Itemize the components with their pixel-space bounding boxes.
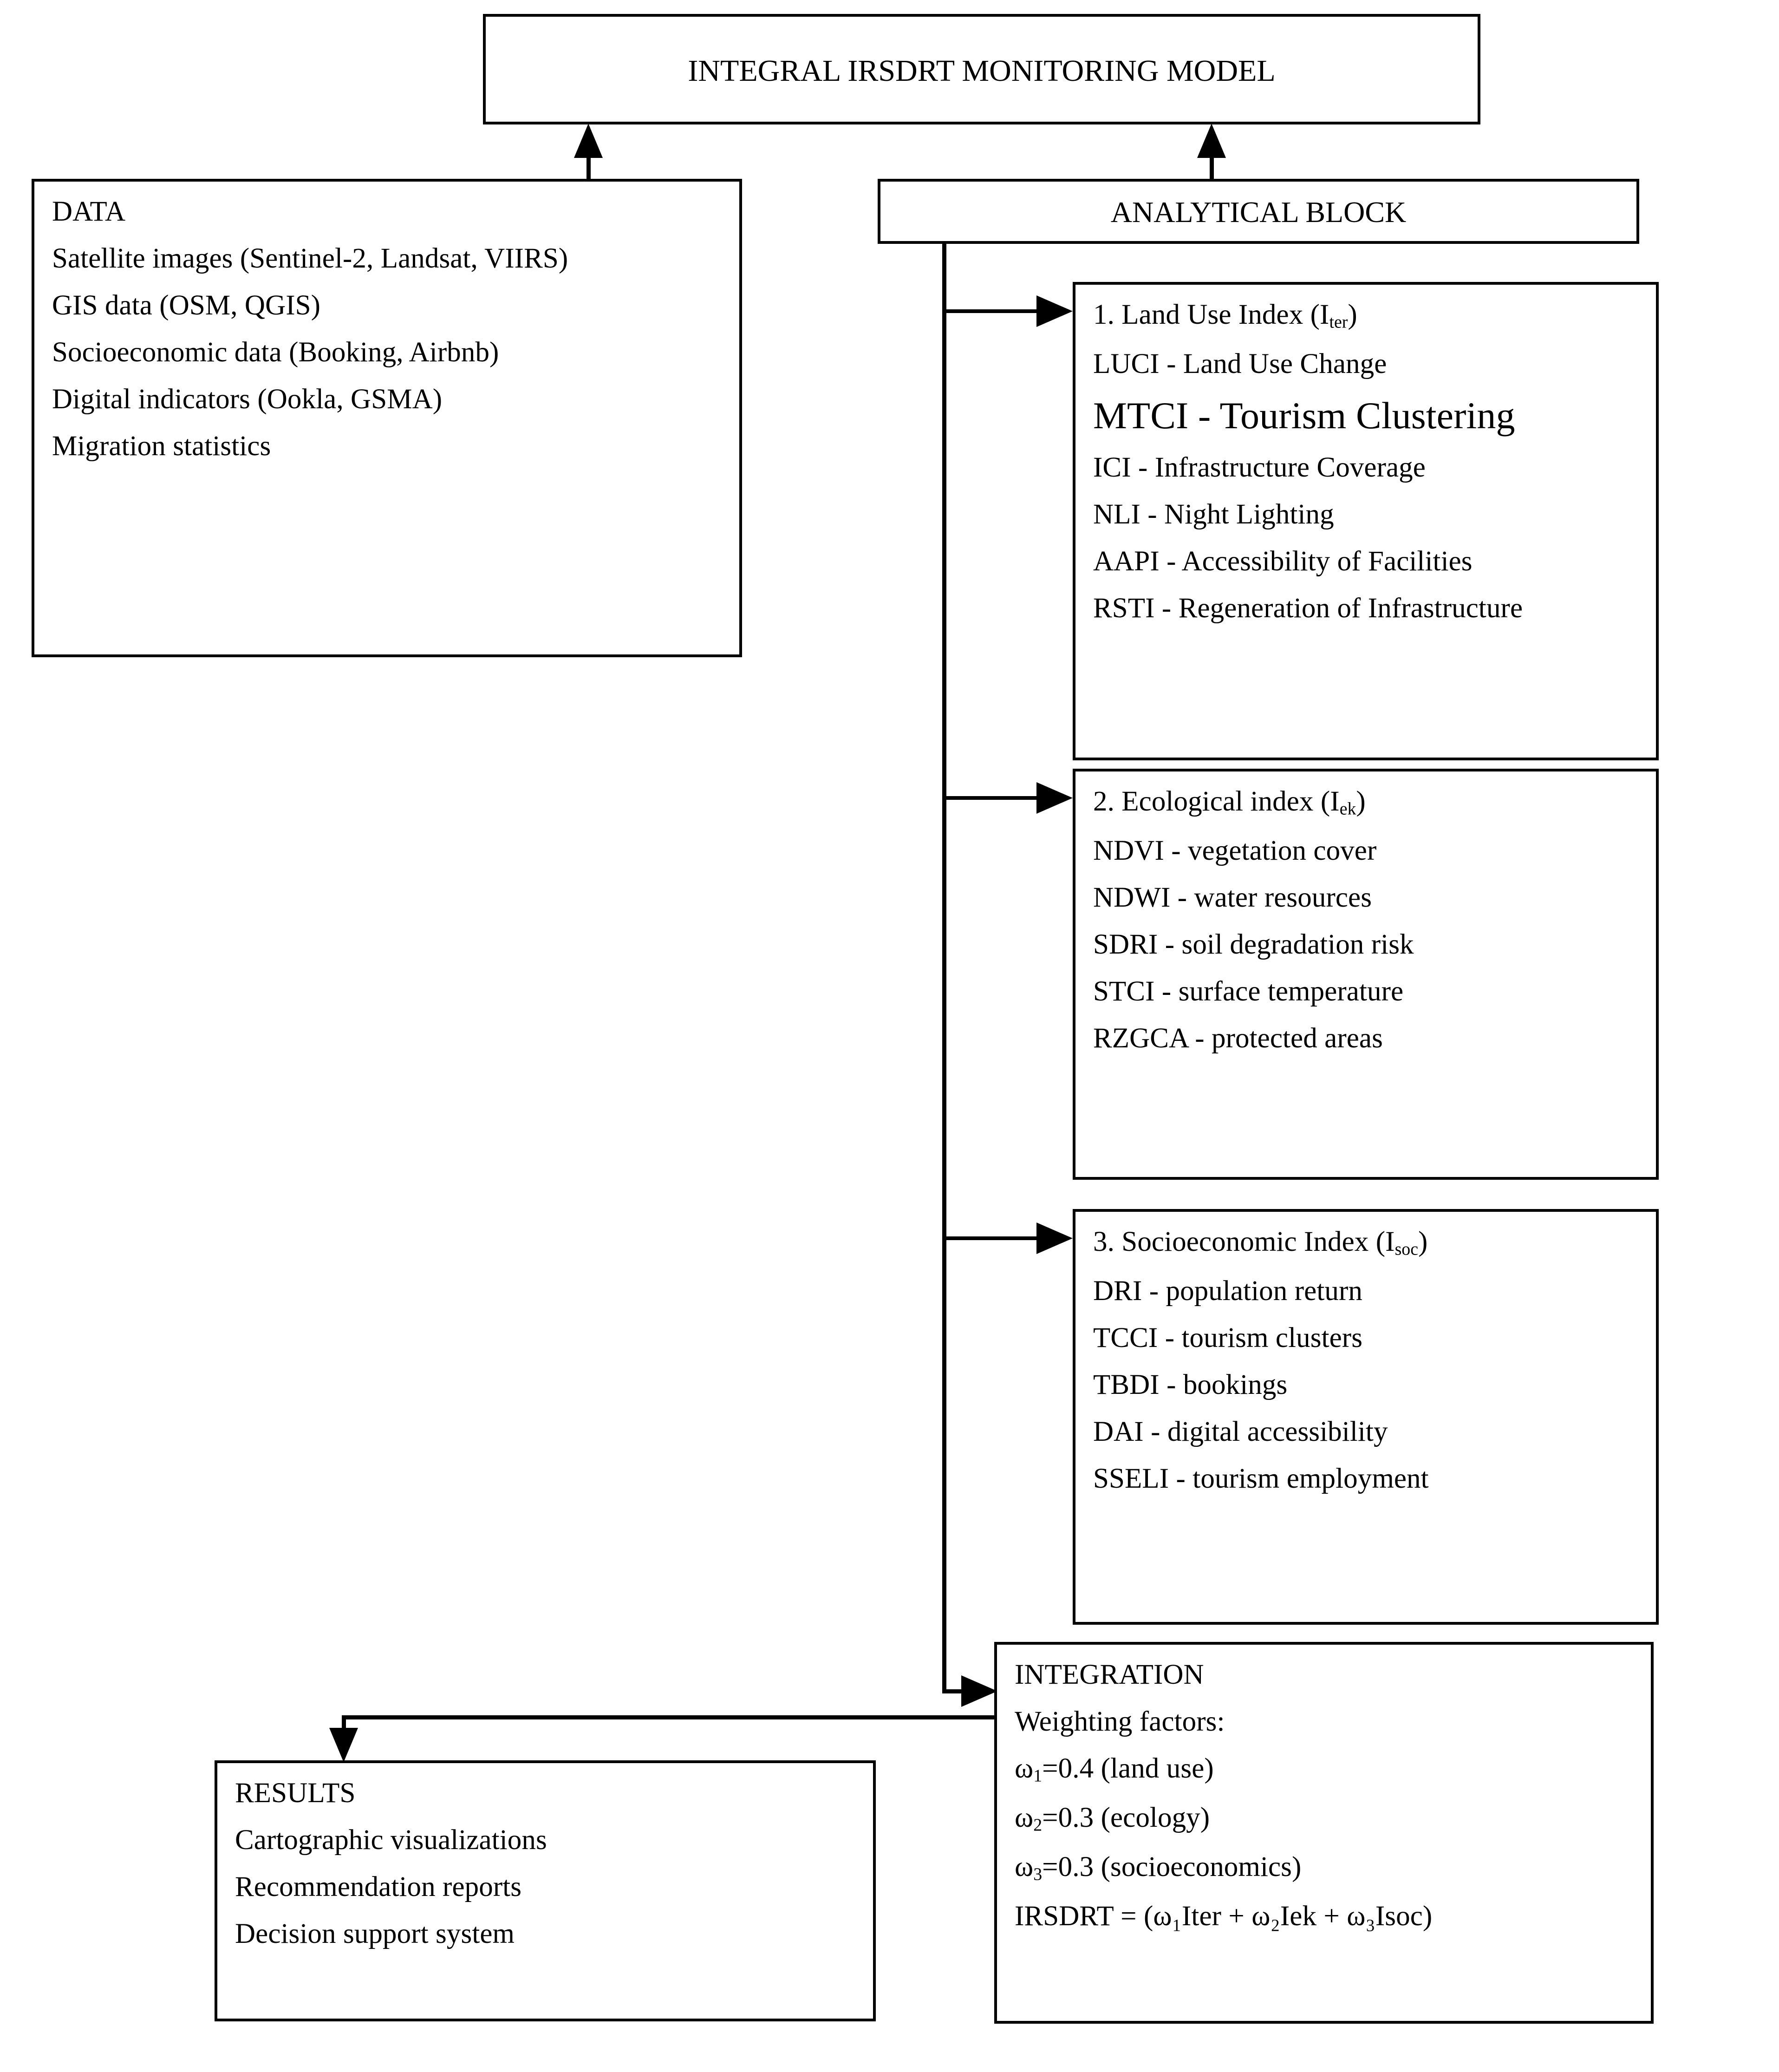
weight-subscript: 1 [1033,1766,1043,1786]
heading-subscript: ek [1339,799,1356,819]
index-item: NDVI - vegetation cover [1093,835,1377,867]
index-item: ICI - Infrastructure Coverage [1093,452,1426,484]
weight-text: =0.4 (land use) [1042,1753,1214,1784]
heading-subscript: ter [1329,312,1348,332]
weight-subscript: 2 [1033,1815,1043,1835]
heading-subscript: soc [1395,1239,1418,1259]
index-item: DAI - digital accessibility [1093,1416,1388,1448]
index-land-use-box: 1. Land Use Index (Iter) LUCI - Land Use… [1073,282,1659,760]
heading-suffix: ) [1356,786,1366,817]
data-item: Socioeconomic data (Booking, Airbnb) [52,337,499,368]
index-land-use-heading: 1. Land Use Index (Iter) [1093,301,1638,331]
connector-branch-integration [942,1689,965,1693]
integration-weight: ω3=0.3 (socioeconomics) [1015,1853,1633,1883]
connector-analytical-to-title [1210,139,1214,180]
analytical-block-box: ANALYTICAL BLOCK [878,179,1639,244]
weight-subscript: 3 [1033,1864,1043,1884]
results-item: Decision support system [235,1918,515,1949]
connector-branch-1 [942,309,1041,313]
arrowhead-data-to-title [574,124,603,158]
index-item: TBDI - bookings [1093,1369,1288,1401]
title-box: INTEGRAL IRSDRT MONITORING MODEL [483,14,1480,124]
weight-symbol: ω [1015,1851,1034,1883]
integration-weight: ω2=0.3 (ecology) [1015,1804,1633,1834]
index-item: AAPI - Accessibility of Facilities [1093,546,1473,577]
index-item: LUCI - Land Use Change [1093,348,1387,380]
integration-box: INTEGRATION Weighting factors: ω1=0.4 (l… [994,1642,1654,2024]
results-box: RESULTS Cartographic visualizations Reco… [215,1760,876,2021]
heading-prefix: 3. Socioeconomic Index (I [1093,1226,1395,1257]
integration-weight: ω1=0.4 (land use) [1015,1754,1633,1785]
heading-suffix: ) [1348,299,1357,330]
data-box: DATA Satellite images (Sentinel-2, Lands… [32,179,742,657]
arrowhead-integration-to-results [329,1728,358,1762]
integration-subheading: Weighting factors: [1015,1706,1225,1737]
index-item: NLI - Night Lighting [1093,499,1334,530]
weight-text: =0.3 (ecology) [1042,1802,1210,1834]
integration-formula: IRSDRT = (ω₁Iter + ω₂Iek + ω₃Isoc) [1015,1901,1433,1932]
arrowhead-branch-2 [1036,782,1073,814]
arrowhead-branch-integration [961,1675,997,1707]
analytical-block-label: ANALYTICAL BLOCK [1110,196,1407,229]
data-item: GIS data (OSM, QGIS) [52,290,321,321]
arrowhead-analytical-to-title [1197,124,1226,158]
connector-branch-3 [942,1236,1041,1240]
data-item: Satellite images (Sentinel-2, Landsat, V… [52,243,568,274]
index-item: TCCI - tourism clusters [1093,1322,1363,1354]
index-item-emphasized: MTCI - Tourism Clustering [1093,394,1515,437]
index-item: SSELI - tourism employment [1093,1463,1429,1495]
results-item: Cartographic visualizations [235,1824,547,1856]
weight-text: =0.3 (socioeconomics) [1042,1851,1302,1883]
index-item: SDRI - soil degradation risk [1093,929,1414,961]
connector-spine [942,244,946,1693]
integration-heading: INTEGRATION [1015,1659,1204,1690]
connector-branch-2 [942,796,1041,800]
weight-symbol: ω [1015,1802,1034,1834]
index-item: DRI - population return [1093,1275,1362,1307]
index-item: STCI - surface temperature [1093,976,1404,1007]
results-heading: RESULTS [235,1778,356,1809]
arrowhead-branch-1 [1036,295,1073,327]
heading-prefix: 2. Ecological index (I [1093,786,1340,817]
heading-suffix: ) [1418,1226,1428,1257]
index-ecological-box: 2. Ecological index (Iek) NDVI - vegetat… [1073,769,1659,1180]
data-box-heading: DATA [52,196,126,227]
index-item: NDWI - water resources [1093,882,1372,914]
index-item: RSTI - Regeneration of Infrastructure [1093,593,1523,624]
weight-symbol: ω [1015,1753,1034,1784]
connector-integration-to-results-h [342,1715,997,1719]
connector-data-to-title [586,139,591,180]
data-item: Digital indicators (Ookla, GSMA) [52,384,443,415]
heading-prefix: 1. Land Use Index (I [1093,299,1329,330]
arrowhead-branch-3 [1036,1222,1073,1254]
index-item: RZGCA - protected areas [1093,1023,1383,1054]
results-item: Recommendation reports [235,1871,522,1902]
index-socioeconomic-heading: 3. Socioeconomic Index (Isoc) [1093,1228,1638,1258]
title-box-label: INTEGRAL IRSDRT MONITORING MODEL [688,54,1276,88]
index-ecological-heading: 2. Ecological index (Iek) [1093,787,1638,818]
index-socioeconomic-box: 3. Socioeconomic Index (Isoc) DRI - popu… [1073,1209,1659,1625]
data-item: Migration statistics [52,431,271,462]
